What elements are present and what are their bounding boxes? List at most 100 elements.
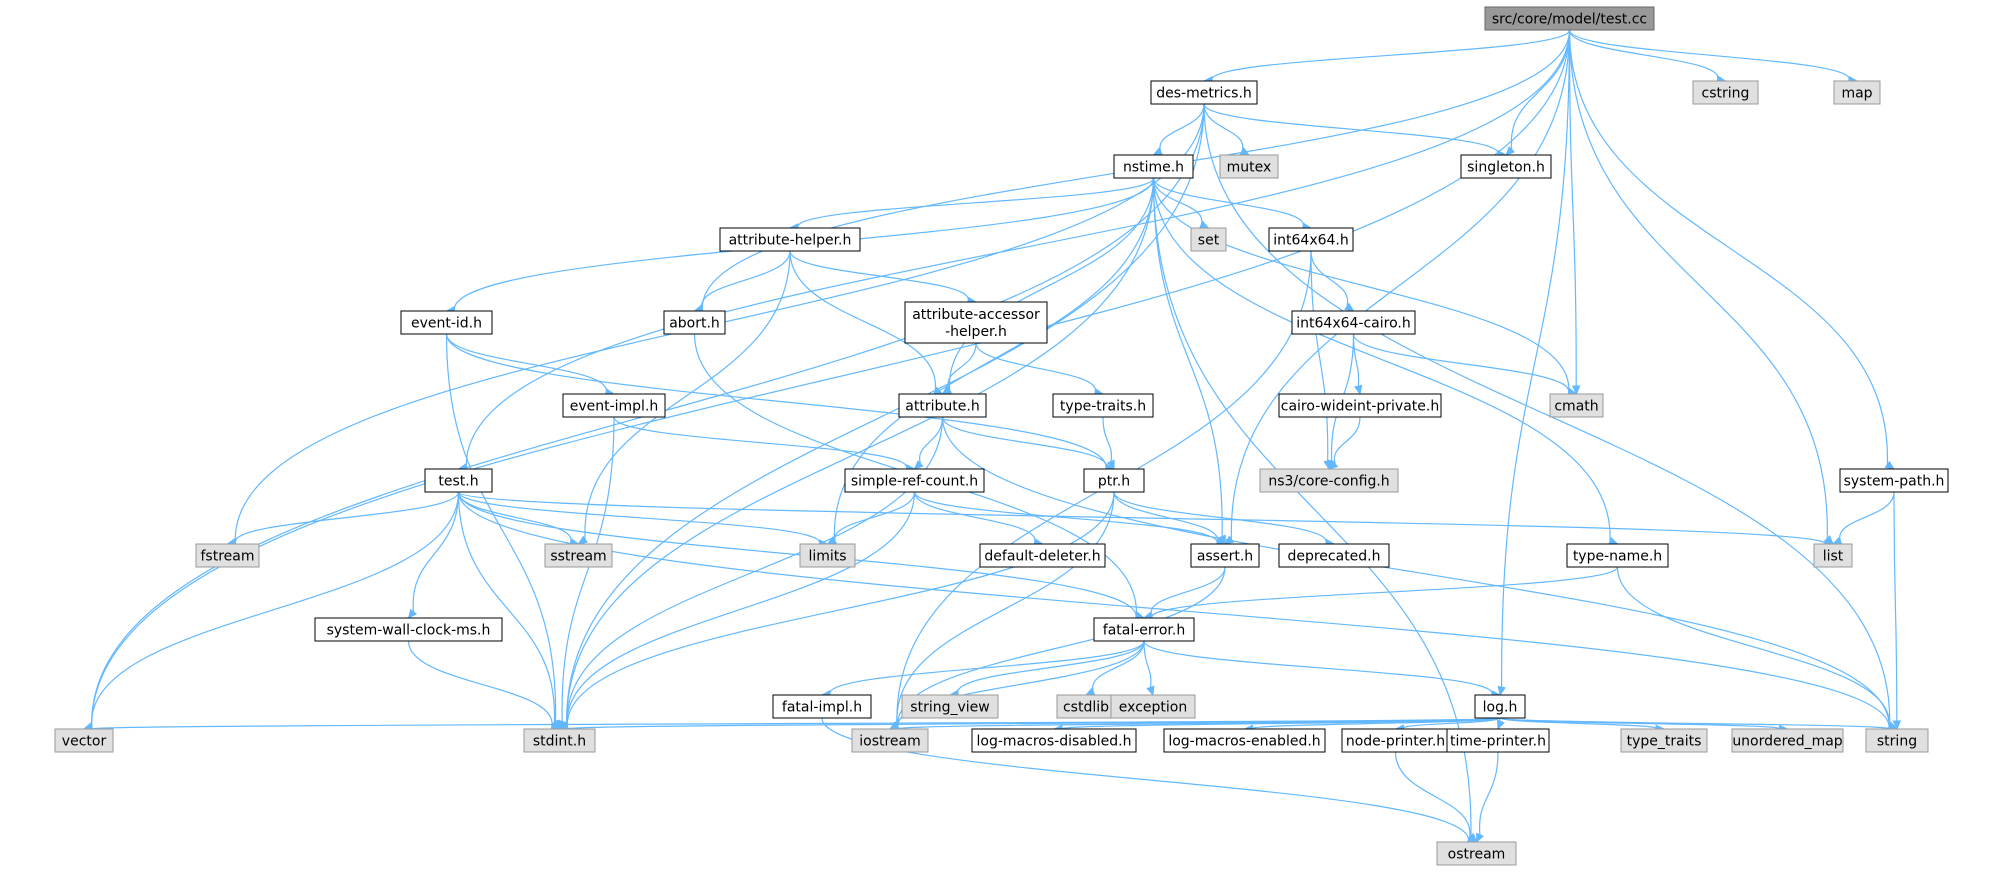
node-assert[interactable]: assert.h xyxy=(1190,543,1260,568)
node-label: ptr.h xyxy=(1098,474,1130,490)
node-nstime[interactable]: nstime.h xyxy=(1113,154,1194,179)
node-label: attribute-helper.h xyxy=(729,233,852,249)
node-label: assert.h xyxy=(1197,549,1253,565)
node-stdint: stdint.h xyxy=(523,728,596,753)
node-attribute-helper[interactable]: attribute-helper.h xyxy=(719,227,861,252)
node-test-h[interactable]: test.h xyxy=(424,468,493,493)
edge-system_wall-to-stdint xyxy=(407,640,561,731)
node-label: type_traits xyxy=(1627,734,1702,750)
edge-attribute-to-stdint xyxy=(558,416,944,730)
edge-des_metrics-to-mutex xyxy=(1203,103,1251,156)
node-limits: limits xyxy=(799,543,856,568)
node-label: system-path.h xyxy=(1844,474,1945,490)
node-label: node-printer.h xyxy=(1346,734,1445,750)
node-int64x64[interactable]: int64x64.h xyxy=(1268,227,1354,252)
edge-test_cc-to-vector xyxy=(82,29,1571,732)
node-string: string xyxy=(1865,728,1929,753)
edge-node_printer-to-ostream xyxy=(1394,751,1478,843)
node-cairo-wideint[interactable]: cairo-wideint-private.h xyxy=(1278,393,1442,418)
edge-test_cc-to-singleton xyxy=(1505,29,1571,156)
node-label: cstdlib xyxy=(1063,700,1109,716)
node-node-printer[interactable]: node-printer.h xyxy=(1341,728,1450,753)
node-type-traits: type_traits xyxy=(1620,728,1708,753)
node-fatal-impl[interactable]: fatal-impl.h xyxy=(772,694,872,719)
node-label: deprecated.h xyxy=(1287,549,1380,565)
node-des-metrics[interactable]: des-metrics.h xyxy=(1150,80,1258,105)
node-label: cmath xyxy=(1554,399,1598,415)
node-label: type-name.h xyxy=(1573,549,1662,565)
node-label: int64x64.h xyxy=(1273,233,1349,249)
graph-edges xyxy=(82,29,1902,846)
node-ptr[interactable]: ptr.h xyxy=(1083,468,1145,493)
node-label: nstime.h xyxy=(1123,160,1184,176)
edge-fatal_error-to-cstdlib xyxy=(1084,640,1145,696)
node-label: vector xyxy=(62,734,107,750)
node-core-config: ns3/core-config.h xyxy=(1259,468,1399,493)
edge-event_impl-to-stdint xyxy=(558,416,615,731)
node-type-traits-h[interactable]: type-traits.h xyxy=(1052,393,1154,418)
node-singleton[interactable]: singleton.h xyxy=(1460,154,1552,179)
node-abort[interactable]: abort.h xyxy=(663,310,726,335)
node-fstream: fstream xyxy=(195,543,260,568)
node-label: singleton.h xyxy=(1467,160,1545,176)
edge-simple_ref_count-to-limits xyxy=(826,491,916,546)
edge-system_path-to-string xyxy=(1892,491,1902,731)
node-exception: exception xyxy=(1110,694,1196,719)
node-test-cc[interactable]: src/core/model/test.cc xyxy=(1484,6,1655,31)
node-event-id[interactable]: event-id.h xyxy=(400,310,493,335)
node-log[interactable]: log.h xyxy=(1474,694,1526,719)
node-default-deleter[interactable]: default-deleter.h xyxy=(979,543,1106,568)
node-label: unordered_map xyxy=(1732,734,1842,750)
node-label: log.h xyxy=(1483,700,1518,716)
node-label: time-printer.h xyxy=(1450,734,1546,750)
node-attr-accessor[interactable]: attribute-accessor-helper.h xyxy=(904,301,1048,344)
edge-ptr-to-iostream xyxy=(888,491,1115,730)
node-cstdlib: cstdlib xyxy=(1056,694,1116,719)
node-label: system-wall-clock-ms.h xyxy=(327,623,491,639)
node-cmath: cmath xyxy=(1549,393,1604,418)
graph-nodes: src/core/model/test.cc des-metrics.h cstri… xyxy=(54,6,1949,866)
node-log-macros-enabled[interactable]: log-macros-enabled.h xyxy=(1163,728,1326,753)
node-cstring: cstring xyxy=(1692,80,1759,105)
node-time-printer[interactable]: time-printer.h xyxy=(1446,728,1550,753)
node-label: test.h xyxy=(438,474,478,490)
node-mutex: mutex xyxy=(1219,154,1279,179)
node-deprecated[interactable]: deprecated.h xyxy=(1278,543,1390,568)
node-fatal-error[interactable]: fatal-error.h xyxy=(1093,617,1195,642)
edge-event_id-to-ptr xyxy=(445,333,1116,473)
edge-cairo_wideint-to-core_config xyxy=(1328,416,1361,470)
node-label: mutex xyxy=(1227,160,1272,176)
node-label: log-macros-disabled.h xyxy=(977,734,1132,750)
node-label: log-macros-enabled.h xyxy=(1168,734,1320,750)
node-int64x64-cairo[interactable]: int64x64-cairo.h xyxy=(1291,310,1416,335)
node-attribute[interactable]: attribute.h xyxy=(898,393,987,418)
node-label: attribute.h xyxy=(905,399,979,415)
edge-attribute_helper-to-sstream xyxy=(577,250,791,545)
node-label: type-traits.h xyxy=(1060,399,1146,415)
node-label: des-metrics.h xyxy=(1156,86,1252,102)
node-label: default-deleter.h xyxy=(984,549,1100,565)
node-log-macros-disabled[interactable]: log-macros-disabled.h xyxy=(971,728,1137,753)
edge-fatal_error-to-exception xyxy=(1143,640,1155,697)
node-label: exception xyxy=(1119,700,1187,716)
node-sstream: sstream xyxy=(544,543,613,568)
node-label: stdint.h xyxy=(533,734,586,750)
node-label: fstream xyxy=(201,549,255,565)
node-system-wall[interactable]: system-wall-clock-ms.h xyxy=(314,617,503,642)
edge-test_cc-to-list xyxy=(1568,29,1834,545)
node-system-path[interactable]: system-path.h xyxy=(1839,468,1949,493)
node-label: ns3/core-config.h xyxy=(1268,474,1389,490)
edge-simple_ref_count-to-stdint xyxy=(558,491,916,731)
node-label: set xyxy=(1198,233,1220,249)
node-simple-ref-count[interactable]: simple-ref-count.h xyxy=(844,468,985,493)
edge-test_cc-to-cmath xyxy=(1568,29,1581,396)
node-label: ostream xyxy=(1448,847,1506,863)
node-label: src/core/model/test.cc xyxy=(1492,12,1647,28)
node-label: sstream xyxy=(550,549,606,565)
node-label: cstring xyxy=(1702,86,1750,102)
node-type-name[interactable]: type-name.h xyxy=(1566,543,1669,568)
node-list: list xyxy=(1813,543,1853,568)
edge-int64x64-to-core_config xyxy=(1310,250,1332,471)
node-event-impl[interactable]: event-impl.h xyxy=(562,393,666,418)
